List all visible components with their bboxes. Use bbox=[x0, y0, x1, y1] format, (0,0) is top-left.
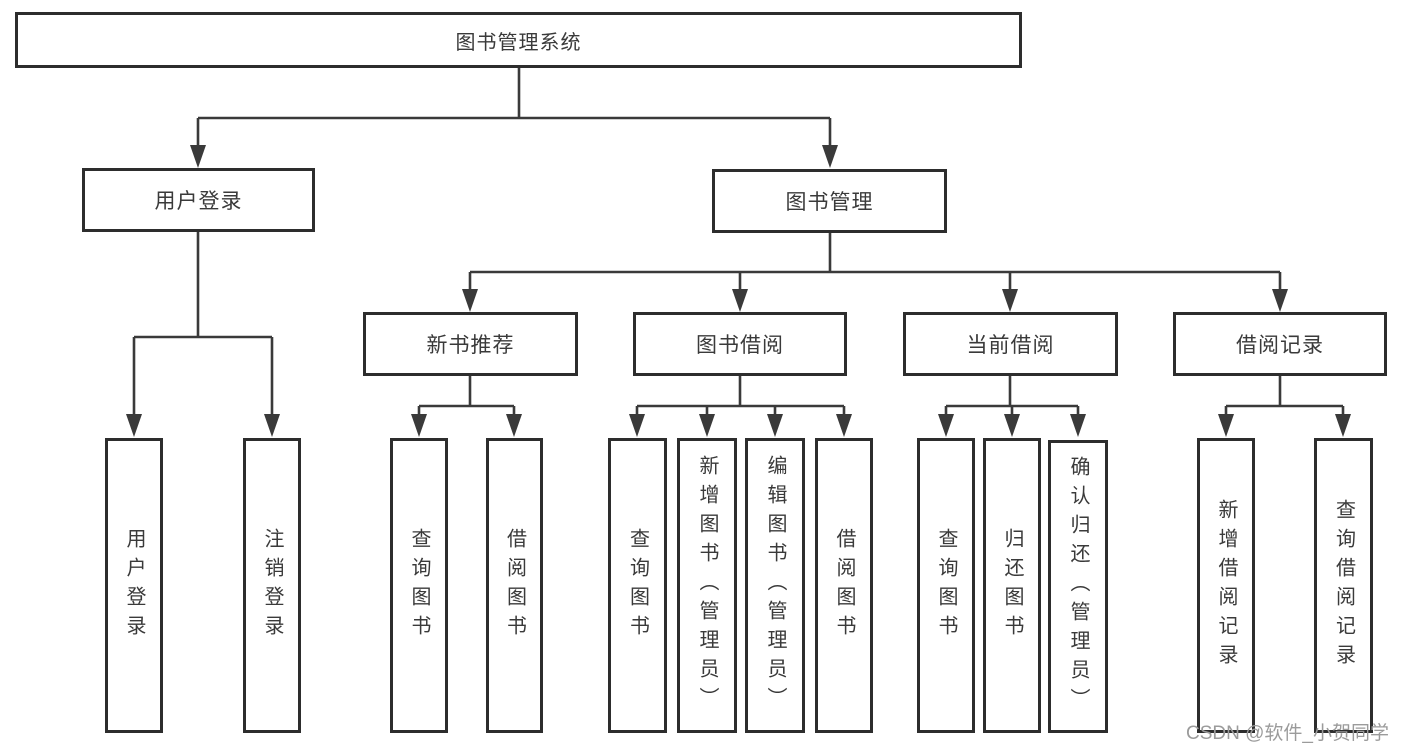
leaf-user-login: 用户登录 bbox=[105, 438, 163, 733]
node-new-book-recommendation: 新书推荐 bbox=[363, 312, 578, 376]
node-label: 图书管理系统 bbox=[455, 31, 582, 54]
node-library-management-system: 图书管理系统 bbox=[15, 12, 1022, 68]
node-label: 图书借阅 bbox=[696, 334, 784, 357]
leaf-borrowing-borrow-books: 借阅图书 bbox=[815, 438, 873, 733]
node-label: 确认归还（管理员） bbox=[1067, 456, 1089, 717]
leaf-logout: 注销登录 bbox=[243, 438, 301, 733]
node-current-borrowing: 当前借阅 bbox=[903, 312, 1118, 376]
node-label: 编辑图书（管理员） bbox=[764, 455, 786, 716]
node-label: 查询图书 bbox=[626, 527, 649, 644]
node-label: 借阅图书 bbox=[503, 527, 526, 644]
csdn-watermark: CSDN @软件_小贺同学 bbox=[1186, 723, 1389, 744]
node-label: 注销登录 bbox=[261, 527, 283, 644]
node-label: 归还图书 bbox=[1001, 527, 1023, 644]
node-user-login: 用户登录 bbox=[82, 168, 315, 232]
node-label: 借阅图书 bbox=[833, 527, 855, 644]
node-label: 查询图书 bbox=[408, 527, 430, 644]
node-label: 查询图书 bbox=[935, 527, 957, 644]
node-label: 新增借阅记录 bbox=[1215, 498, 1237, 673]
node-borrowing-records: 借阅记录 bbox=[1173, 312, 1387, 376]
leaf-records-query-borrow-record: 查询借阅记录 bbox=[1314, 438, 1373, 733]
leaf-borrowing-edit-books-admin: 编辑图书（管理员） bbox=[745, 438, 805, 733]
node-label: 借阅记录 bbox=[1236, 334, 1324, 357]
node-label: 用户登录 bbox=[154, 190, 243, 213]
leaf-recommend-query-books: 查询图书 bbox=[390, 438, 448, 733]
node-label: 用户登录 bbox=[123, 527, 145, 644]
leaf-current-return-books: 归还图书 bbox=[983, 438, 1041, 733]
node-label: 当前借阅 bbox=[966, 334, 1055, 357]
node-book-management: 图书管理 bbox=[712, 169, 947, 233]
leaf-borrowing-add-books-admin: 新增图书（管理员） bbox=[677, 438, 737, 733]
leaf-current-query-books: 查询图书 bbox=[917, 438, 975, 733]
node-label: 图书管理 bbox=[785, 191, 874, 214]
leaf-recommend-borrow-books: 借阅图书 bbox=[486, 438, 543, 733]
node-label: 新书推荐 bbox=[426, 334, 515, 357]
leaf-current-confirm-return-admin: 确认归还（管理员） bbox=[1048, 440, 1108, 733]
leaf-records-add-borrow-record: 新增借阅记录 bbox=[1197, 438, 1255, 733]
node-label: 新增图书（管理员） bbox=[696, 455, 718, 716]
node-book-borrowing: 图书借阅 bbox=[633, 312, 847, 376]
node-label: 查询借阅记录 bbox=[1332, 498, 1355, 673]
leaf-borrowing-query-books: 查询图书 bbox=[608, 438, 667, 733]
